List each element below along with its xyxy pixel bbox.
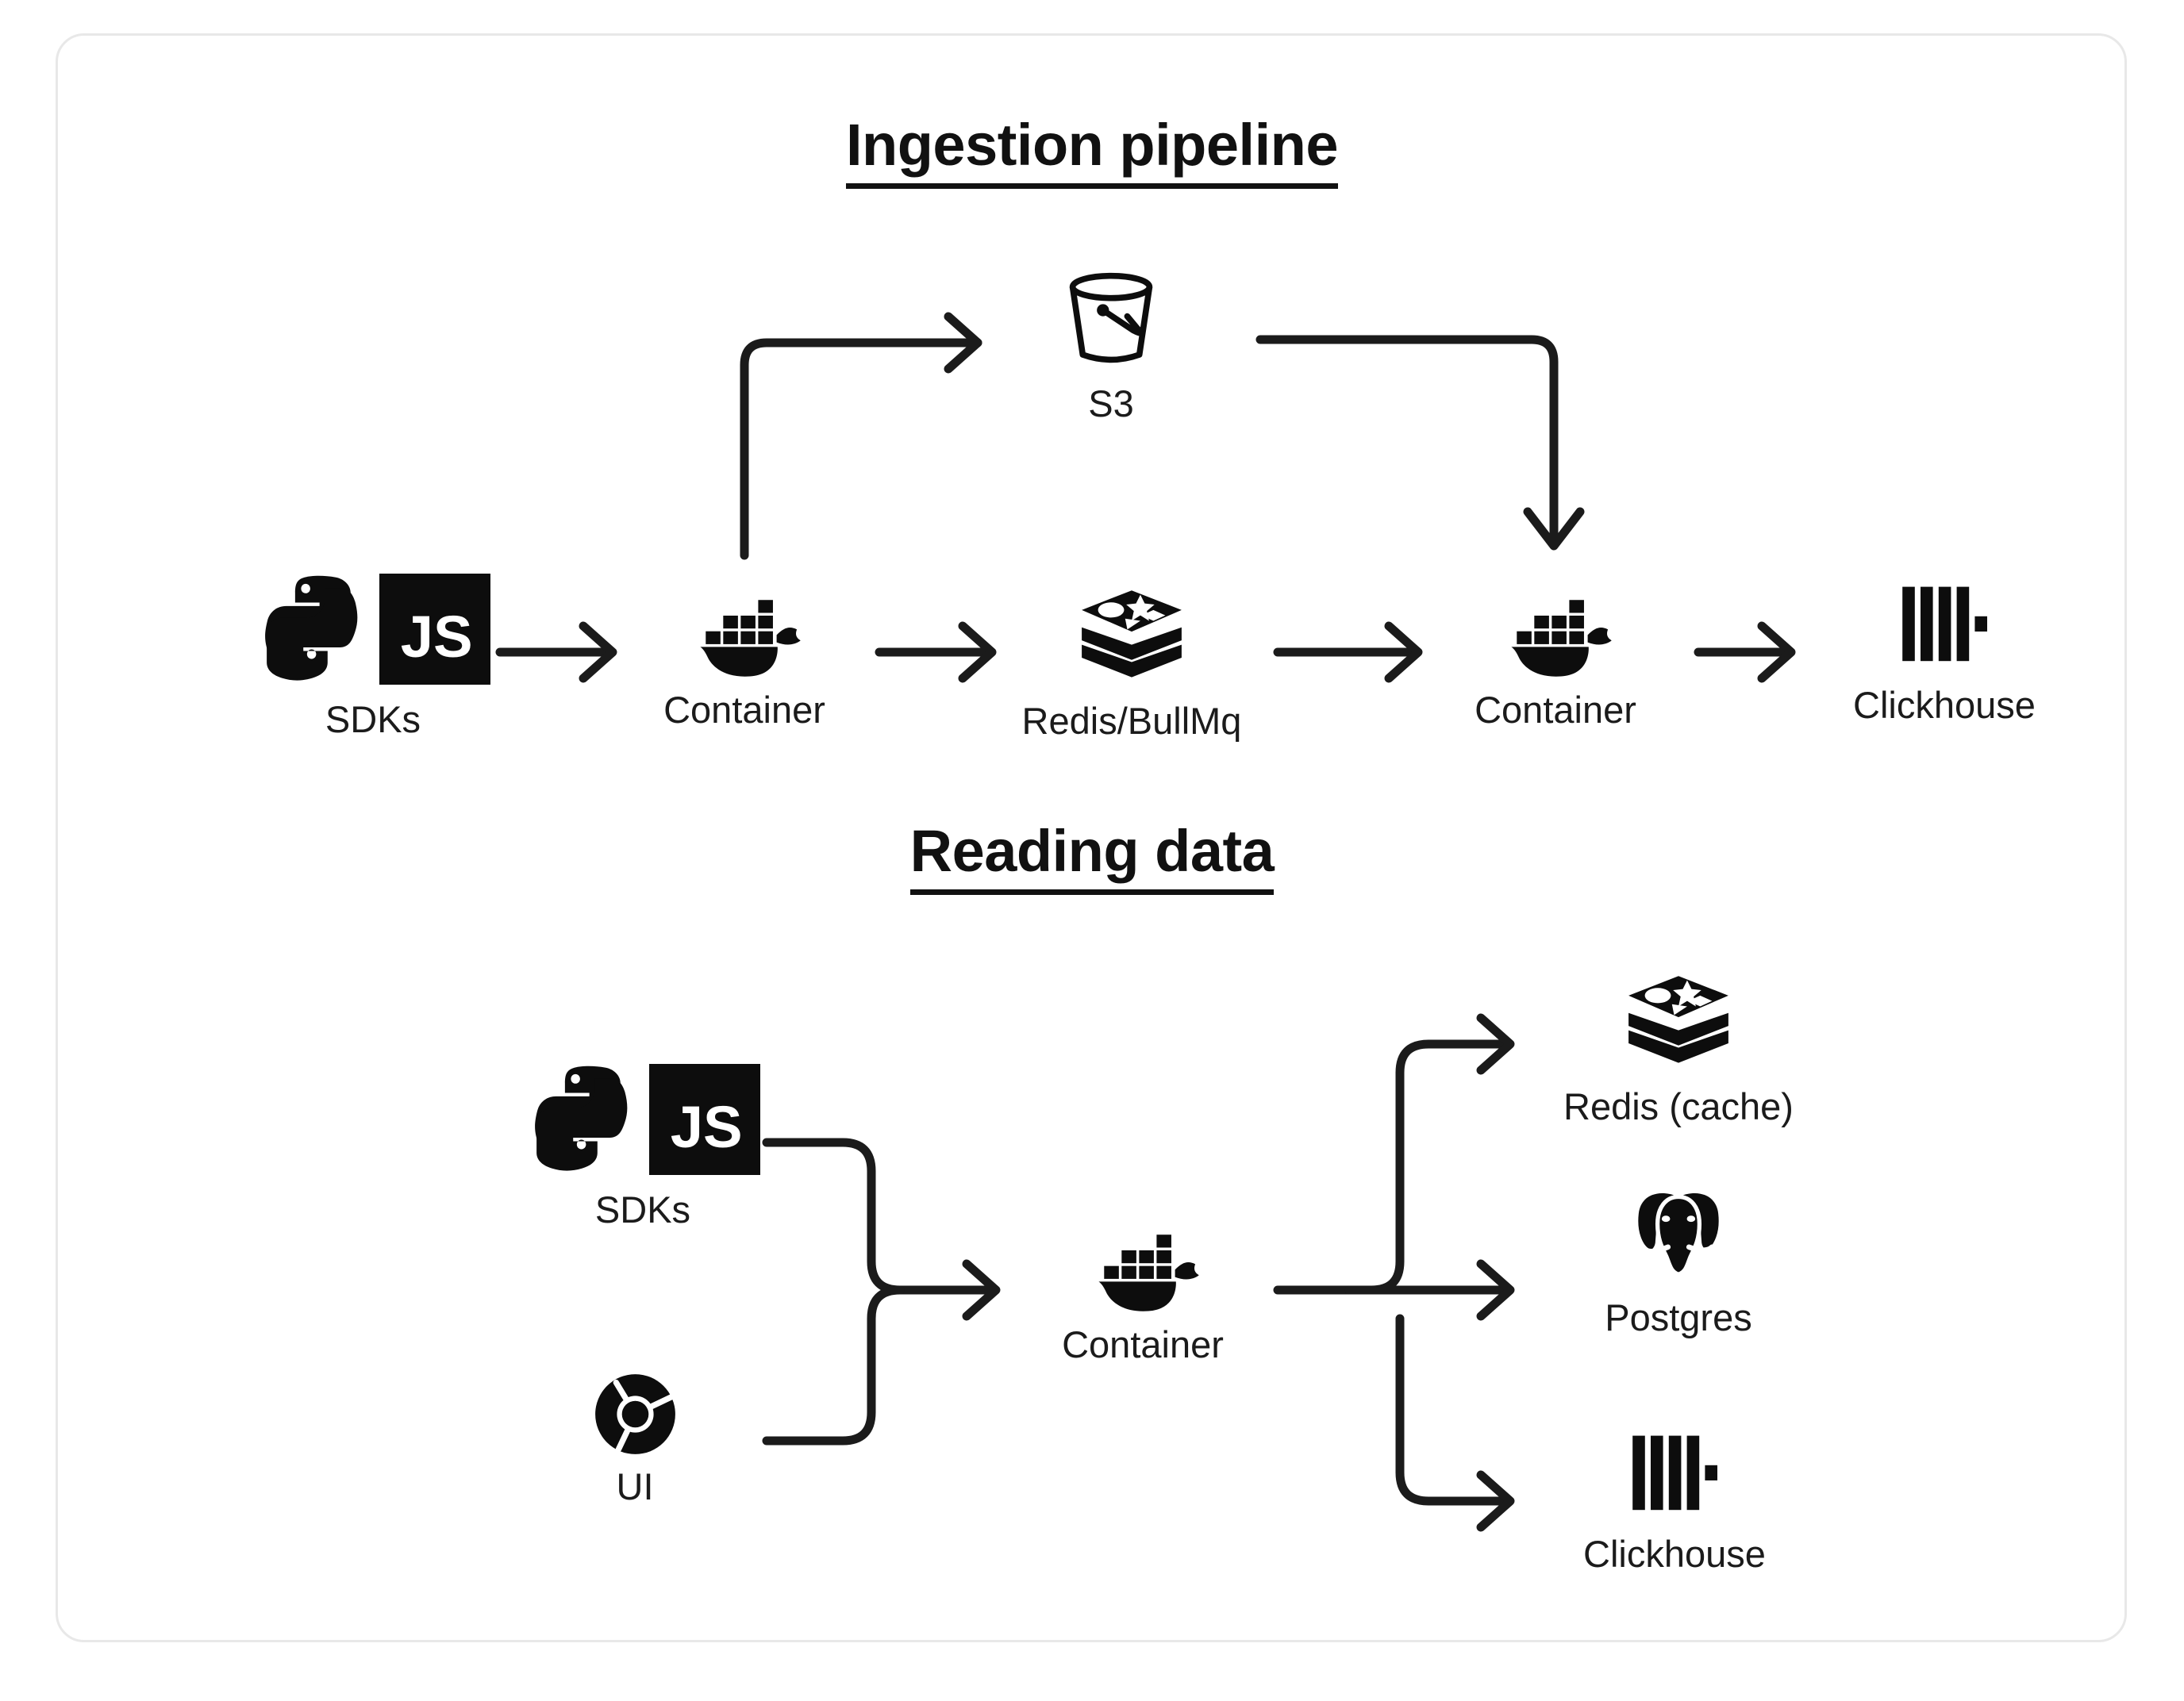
postgres-icon xyxy=(1626,1182,1731,1287)
javascript-icon: JS xyxy=(379,574,490,685)
node-icons xyxy=(685,587,804,679)
section-title-ingestion-text: Ingestion pipeline xyxy=(845,111,1339,189)
node-icons xyxy=(1496,587,1615,679)
chrome-icon xyxy=(594,1373,677,1456)
node-label: Clickhouse xyxy=(1583,1533,1766,1575)
node-ingestion-s3[interactable]: S3 xyxy=(1032,270,1190,423)
node-label: SDKs xyxy=(594,1188,691,1231)
docker-icon xyxy=(1083,1222,1202,1314)
docker-icon xyxy=(1496,587,1615,679)
node-label: Container xyxy=(1475,689,1636,731)
node-icons: JS xyxy=(256,570,490,689)
section-title-ingestion: Ingestion pipeline xyxy=(0,111,2184,189)
node-ingestion-container-1[interactable]: Container xyxy=(649,587,840,729)
redis-icon xyxy=(1077,584,1186,690)
node-label: Postgres xyxy=(1605,1296,1752,1338)
node-icons xyxy=(1624,970,1733,1076)
clickhouse-icon xyxy=(1627,1428,1722,1523)
node-icons xyxy=(1060,270,1162,373)
section-title-reading-text: Reading data xyxy=(909,817,1275,895)
clickhouse-icon xyxy=(1897,579,1992,674)
svg-text:JS: JS xyxy=(671,1094,743,1160)
node-reading-postgres[interactable]: Postgres xyxy=(1555,1182,1801,1337)
node-ingestion-container-2[interactable]: Container xyxy=(1460,587,1651,729)
section-title-reading: Reading data xyxy=(0,817,2184,895)
node-reading-container[interactable]: Container xyxy=(1048,1222,1238,1364)
python-icon xyxy=(525,1060,644,1179)
node-icons xyxy=(594,1373,677,1456)
node-reading-clickhouse[interactable]: Clickhouse xyxy=(1540,1428,1809,1573)
diagram-card xyxy=(56,33,2127,1642)
svg-text:JS: JS xyxy=(401,604,473,670)
node-icons xyxy=(1083,1222,1202,1314)
node-icons: JS xyxy=(525,1060,760,1179)
docker-icon xyxy=(685,587,804,679)
node-ingestion-sdks[interactable]: JS SDKs xyxy=(254,570,492,739)
node-icons xyxy=(1897,579,1992,674)
node-reading-sdks[interactable]: JS SDKs xyxy=(524,1060,762,1229)
node-label: S3 xyxy=(1088,382,1134,424)
node-label: Container xyxy=(1062,1323,1224,1365)
node-label: Redis (cache) xyxy=(1563,1085,1794,1127)
redis-icon xyxy=(1624,970,1733,1076)
javascript-icon: JS xyxy=(649,1064,760,1175)
bucket-icon xyxy=(1060,270,1162,373)
node-icons xyxy=(1077,584,1186,690)
node-label: SDKs xyxy=(325,698,421,740)
node-icons xyxy=(1626,1182,1731,1287)
node-ingestion-clickhouse[interactable]: Clickhouse xyxy=(1825,579,2063,724)
node-label: Redis/BullMq xyxy=(1021,700,1242,742)
node-ingestion-redis[interactable]: Redis/BullMq xyxy=(1013,584,1251,740)
node-reading-redis-cache[interactable]: Redis (cache) xyxy=(1540,970,1817,1126)
node-label: Container xyxy=(663,689,825,731)
node-icons xyxy=(1627,1428,1722,1523)
python-icon xyxy=(256,570,375,689)
node-reading-ui[interactable]: UI xyxy=(556,1373,714,1506)
node-label: Clickhouse xyxy=(1853,684,2036,726)
node-label: UI xyxy=(616,1465,654,1507)
